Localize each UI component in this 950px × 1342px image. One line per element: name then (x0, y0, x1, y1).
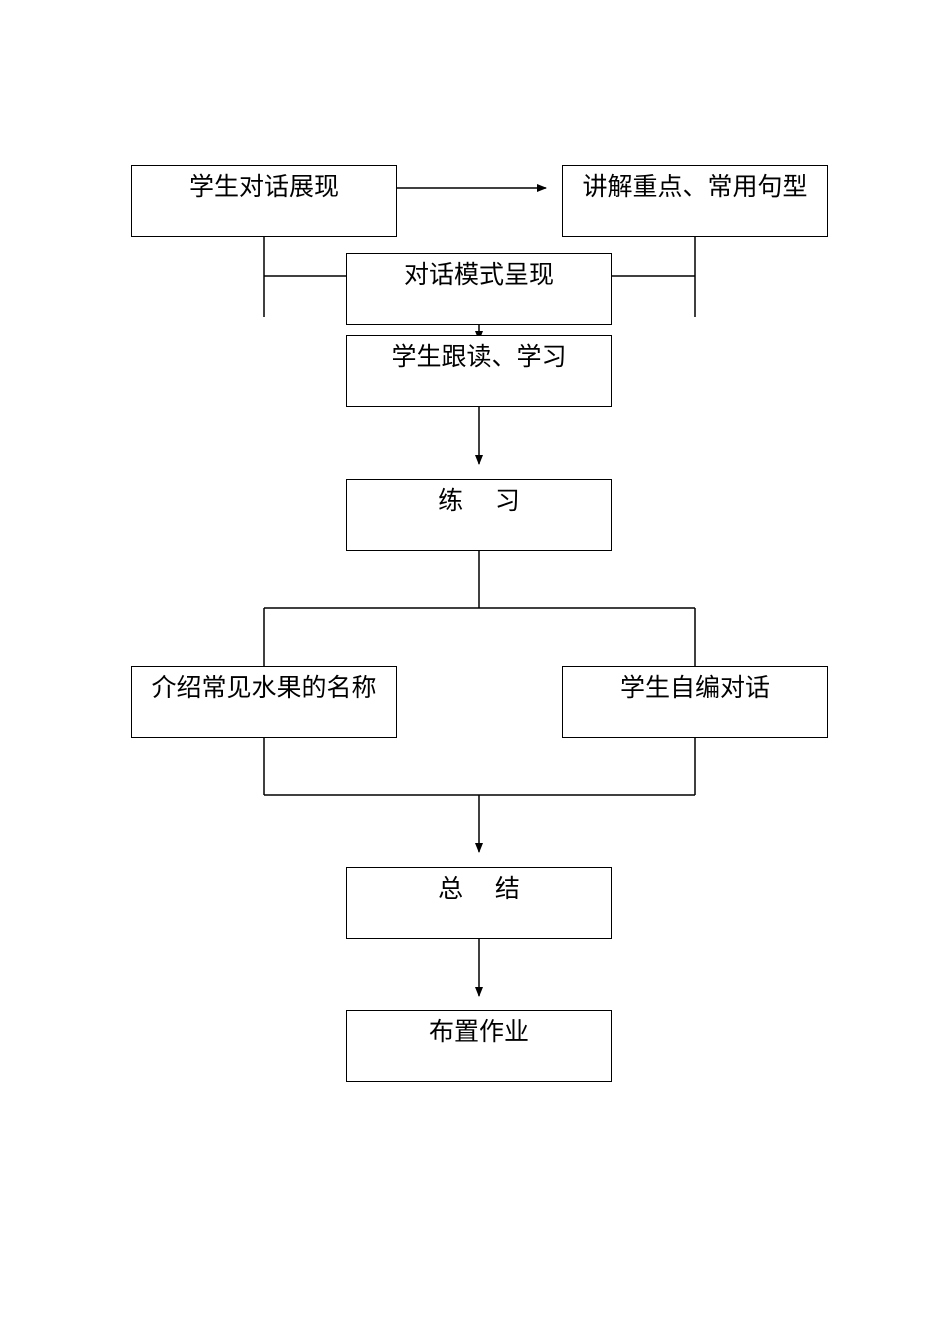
node-fruit-names: 介绍常见水果的名称 (131, 666, 397, 738)
node-summary: 总 结 (346, 867, 612, 939)
node-practice: 练 习 (346, 479, 612, 551)
node-homework: 布置作业 (346, 1010, 612, 1082)
node-student-dialogue: 学生对话展现 (131, 165, 397, 237)
node-dialogue-mode: 对话模式呈现 (346, 253, 612, 325)
node-self-dialogue: 学生自编对话 (562, 666, 828, 738)
node-follow-reading: 学生跟读、学习 (346, 335, 612, 407)
node-explain-key-points: 讲解重点、常用句型 (562, 165, 828, 237)
